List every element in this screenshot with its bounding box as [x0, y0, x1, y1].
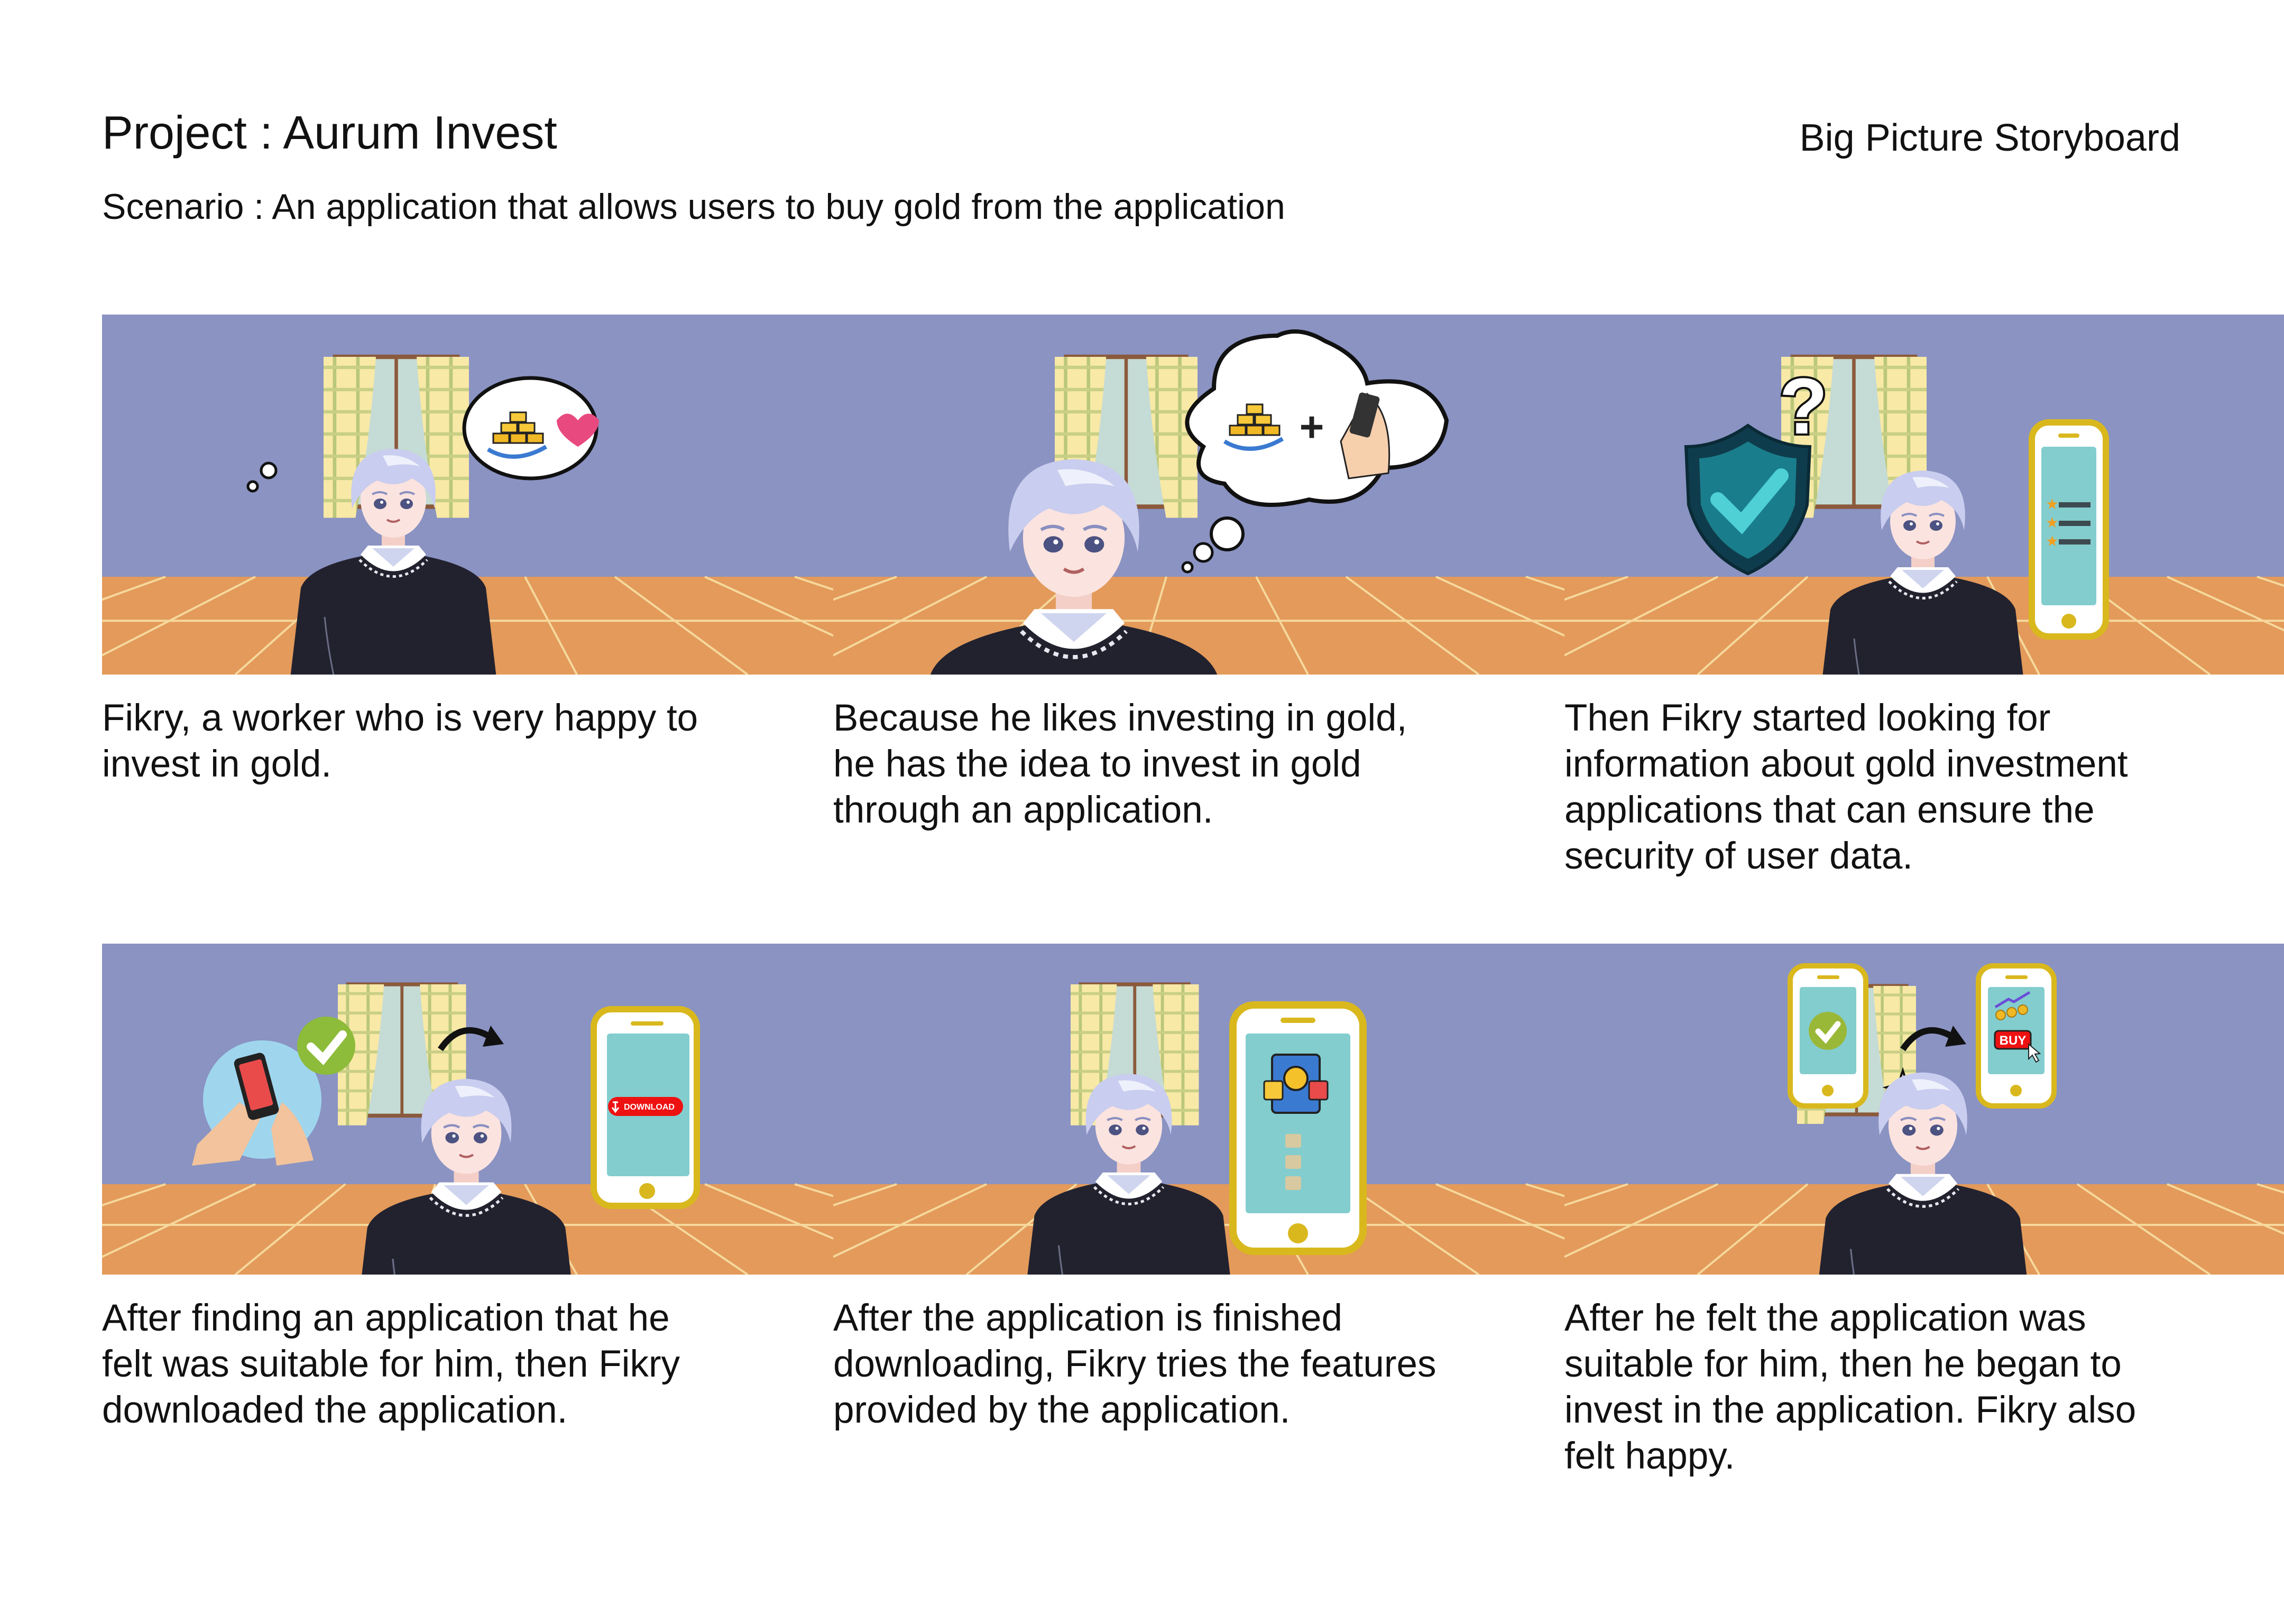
storyboard-panel-4: DOWNLOAD — [102, 944, 833, 1275]
project-title: Project : Aurum Invest — [102, 106, 557, 159]
panel-1-illustration — [102, 315, 833, 675]
floor-tile-line — [2076, 1183, 2211, 1275]
storyboard-panel-5 — [833, 944, 1564, 1275]
download-button[interactable]: DOWNLOAD — [608, 1097, 683, 1116]
phone-icon — [1229, 1001, 1367, 1255]
caption-line: applications that can ensure the — [1564, 789, 2095, 831]
arrow-icon — [438, 1027, 495, 1051]
floor-tile-line — [833, 576, 897, 601]
storyboard-panel-6: BUY — [1564, 944, 2284, 1275]
storyboard-panel-1 — [102, 315, 833, 675]
floor-tile-line — [833, 1183, 987, 1258]
buy-button[interactable]: BUY — [1994, 1030, 2032, 1050]
caption-panel-5: After the application is finished downlo… — [833, 1295, 1436, 1433]
shield-check-icon — [1684, 423, 1812, 576]
caption-line: through an application. — [833, 789, 1213, 831]
storyboard-panel-2: + — [833, 315, 1564, 675]
caption-line: invest in gold. — [102, 743, 332, 785]
checklist-icon — [1285, 1134, 1301, 1190]
storyboard-panel-3: ? ★ ★ ★ — [1564, 315, 2284, 675]
floor-tile-line — [833, 576, 987, 657]
buy-button-label: BUY — [2000, 1034, 2027, 1048]
floor-tile-line — [704, 1183, 833, 1240]
floor-tile-line — [1697, 576, 1809, 675]
floor-tile-line — [614, 576, 749, 675]
floor-tile-line — [102, 1183, 166, 1207]
floor-tile-line — [1564, 1183, 1718, 1258]
svg-text:★: ★ — [2046, 496, 2059, 512]
phone-buy-icon: BUY — [1976, 963, 2057, 1109]
caption-line: Because he likes investing in gold, — [833, 697, 1407, 739]
caption-panel-2: Because he likes investing in gold, he h… — [833, 695, 1407, 833]
floor-tile-line — [704, 576, 833, 637]
panel-4-illustration: DOWNLOAD — [102, 944, 833, 1275]
floor-tile-line — [102, 1183, 256, 1258]
download-button-label: DOWNLOAD — [624, 1103, 675, 1112]
arrow-icon — [1900, 1027, 1958, 1051]
floor-tile-line — [2167, 576, 2284, 632]
panel-3-illustration: ? ★ ★ ★ — [1564, 315, 2284, 675]
caption-line: Fikry, a worker who is very happy to — [102, 697, 698, 739]
floor-tile-line — [1345, 1183, 1480, 1275]
app-features-icon — [1263, 1054, 1329, 1114]
floor-tile-line — [1345, 576, 1480, 675]
storyboard-label: Big Picture Storyboard — [1799, 117, 2180, 159]
caption-line: he has the idea to invest in gold — [833, 743, 1361, 785]
caption-line: downloading, Fikry tries the features — [833, 1343, 1436, 1385]
caption-line: felt happy. — [1564, 1435, 1735, 1477]
floor-tile-line — [1564, 576, 1628, 601]
question-mark-icon: ? — [1779, 362, 1828, 450]
phone-approved-icon — [1788, 963, 1868, 1109]
caption-line: After the application is finished — [833, 1297, 1343, 1339]
heart-icon — [557, 413, 599, 447]
caption-line: After finding an application that he — [102, 1297, 670, 1339]
phone-icon: DOWNLOAD — [591, 1006, 700, 1209]
floor-tile-line — [1564, 576, 1718, 657]
caption-line: security of user data. — [1564, 835, 1913, 877]
thought-bubble-icon: + — [1181, 329, 1449, 574]
floor-tile-line — [1697, 1183, 1809, 1275]
caption-line: suitable for him, then he began to — [1564, 1343, 2122, 1385]
svg-text:★: ★ — [2046, 514, 2059, 531]
trend-line-icon — [1994, 991, 2031, 1009]
thought-bubble-icon — [246, 376, 599, 493]
cursor-icon — [2028, 1042, 2041, 1063]
caption-line: provided by the application. — [833, 1389, 1291, 1431]
caption-line: felt was suitable for him, then Fikry — [102, 1343, 680, 1385]
floor-tile-line — [1564, 1183, 1628, 1207]
caption-panel-3: Then Fikry started looking for informati… — [1564, 695, 2128, 879]
caption-line: information about gold investment — [1564, 743, 2128, 785]
caption-panel-4: After finding an application that he fel… — [102, 1295, 680, 1433]
caption-panel-6: After he felt the application was suitab… — [1564, 1295, 2136, 1479]
coins-icon — [1995, 1004, 2028, 1020]
panel-5-illustration — [833, 944, 1564, 1275]
floor-tile-line — [102, 576, 166, 601]
caption-panel-1: Fikry, a worker who is very happy to inv… — [102, 695, 698, 787]
phone-icon: ★ ★ ★ — [2029, 419, 2109, 640]
check-circle-icon — [297, 1017, 355, 1075]
panel-6-illustration: BUY — [1564, 944, 2284, 1275]
download-arrow-icon — [611, 1101, 620, 1113]
caption-line: After he felt the application was — [1564, 1297, 2086, 1339]
floor-tile-line — [2167, 1183, 2284, 1235]
floor-tile-line — [102, 576, 256, 657]
floor-tile-line — [1255, 576, 1309, 675]
floor-tile-line — [524, 576, 578, 675]
floor-tile-line — [833, 1183, 897, 1207]
hand-holding-phone-icon — [1340, 392, 1390, 479]
floor-tile-line — [1435, 1183, 1564, 1240]
plus-sign: + — [1300, 403, 1324, 450]
hands-with-phone-icon — [192, 1040, 321, 1166]
panel-2-illustration: + — [833, 315, 1564, 675]
caption-line: Then Fikry started looking for — [1564, 697, 2051, 739]
floor-tile-line — [1435, 576, 1564, 637]
svg-text:★: ★ — [2046, 533, 2059, 549]
scenario-text: Scenario : An application that allows us… — [102, 187, 1285, 227]
floor-tile-line — [234, 1183, 346, 1275]
caption-line: invest in the application. Fikry also — [1564, 1389, 2136, 1431]
caption-line: downloaded the application. — [102, 1389, 568, 1431]
